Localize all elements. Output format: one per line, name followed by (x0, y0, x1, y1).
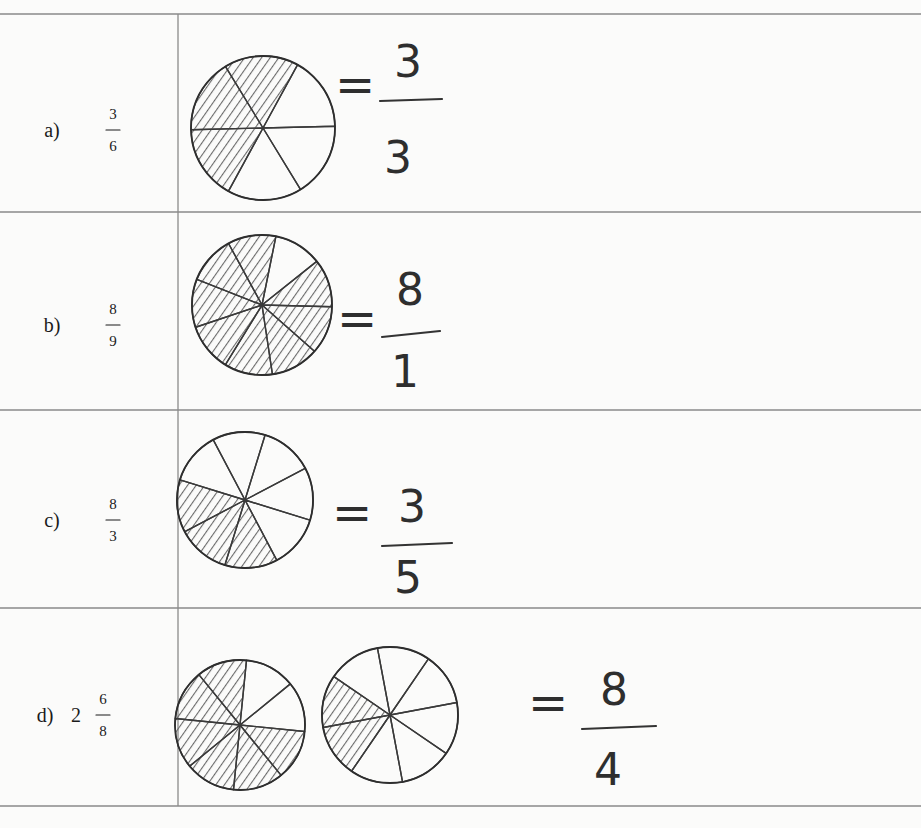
shaded-sector (226, 56, 298, 128)
empty-sector (390, 715, 446, 782)
fraction-denominator: 6 (109, 139, 117, 154)
fraction-denominator: 9 (109, 334, 117, 349)
fraction-bar (106, 324, 120, 325)
fraction-numerator: 8 (109, 497, 117, 512)
table-rule (0, 211, 921, 212)
empty-sector (245, 468, 313, 520)
row-letter: b) (44, 315, 61, 335)
shaded-sector (229, 235, 276, 305)
fraction-denominator: 3 (109, 529, 117, 544)
fraction-bar (380, 99, 442, 101)
fraction-numerator: 6 (99, 692, 107, 707)
fraction-denominator: 8 (99, 724, 107, 739)
table-rule (0, 409, 921, 410)
equals-sign: = (337, 294, 377, 342)
empty-sector (390, 702, 458, 753)
answer-numerator: 8 (600, 668, 628, 712)
empty-sector (377, 647, 428, 715)
table-rule (0, 13, 921, 14)
answer-numerator: 3 (394, 40, 422, 84)
fraction-numerator: 8 (109, 302, 117, 317)
shaded-sector (322, 677, 390, 728)
whole-number: 2 (71, 705, 81, 725)
row-letter: c) (44, 510, 60, 530)
shaded-sector (177, 480, 245, 532)
empty-sector (180, 440, 245, 500)
equals-sign: = (332, 488, 372, 536)
fraction-bars (96, 99, 656, 729)
fraction-circle (175, 660, 305, 790)
circle-outline (175, 660, 305, 790)
empty-sector (240, 660, 290, 725)
fraction-circle (192, 235, 332, 375)
fraction-circle (191, 56, 335, 200)
circle-outline (177, 432, 313, 568)
fraction-bar (582, 726, 656, 729)
empty-sector (263, 126, 335, 189)
fraction-circle (322, 647, 458, 783)
empty-sector (213, 432, 265, 500)
fraction-bar (96, 714, 110, 715)
table-rule (0, 805, 921, 806)
circle-outline (322, 647, 458, 783)
row-letter: d) (37, 705, 54, 725)
answer-numerator: 3 (398, 485, 426, 529)
answer-denominator: 1 (391, 350, 419, 394)
fraction-bar (382, 543, 452, 546)
table-rules (0, 14, 921, 806)
fraction-bar (382, 331, 440, 337)
equals-sign: = (528, 678, 568, 726)
table-rule (0, 607, 921, 608)
fraction-bar (106, 519, 120, 520)
fraction-numerator: 3 (109, 107, 117, 122)
empty-sector (334, 648, 390, 715)
circle-outline (192, 235, 332, 375)
answer-denominator: 4 (594, 748, 622, 792)
row-letter: a) (44, 120, 60, 140)
answer-denominator: 5 (394, 556, 422, 600)
equals-sign: = (335, 60, 375, 108)
answer-numerator: 8 (396, 268, 424, 312)
empty-sector (245, 435, 305, 500)
answer-denominator: 3 (384, 136, 412, 180)
fraction-circle (177, 432, 313, 568)
fraction-bar (106, 129, 120, 130)
shaded-sector (191, 128, 263, 191)
circle-outline (191, 56, 335, 200)
table-rule (177, 14, 178, 806)
